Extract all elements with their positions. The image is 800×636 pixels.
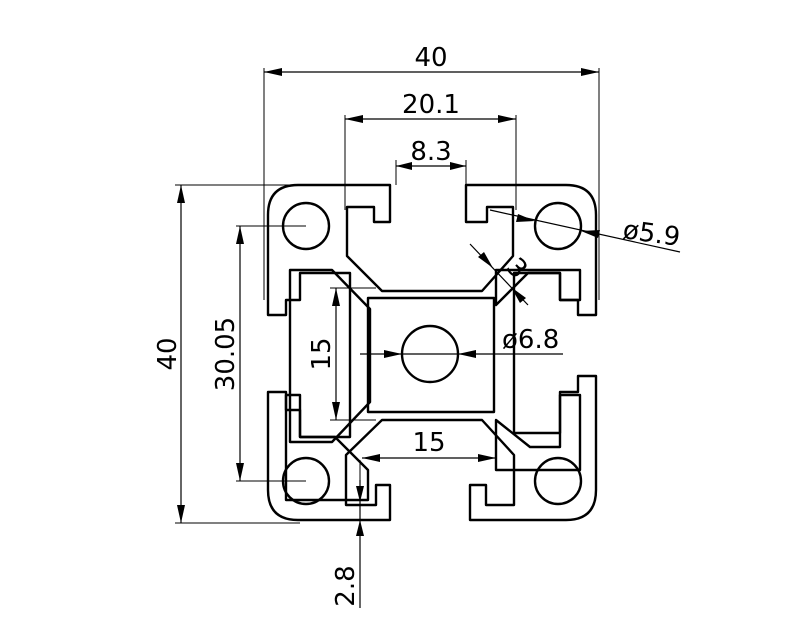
dimension-lines (177, 68, 681, 608)
cavity-lower-left (284, 393, 370, 502)
label-inner-width: 20.1 (402, 90, 460, 120)
cavity-upper-left (288, 268, 372, 444)
core-square (366, 296, 496, 414)
outer-shell (266, 183, 598, 522)
cavity-upper-right (494, 268, 582, 307)
cavity-lower-right (494, 393, 582, 472)
label-corner-hole-dia: ø5.9 (621, 215, 682, 253)
label-slot-opening: 8.3 (410, 137, 451, 167)
label-hole-spacing: 30.05 (211, 317, 241, 391)
profile-outline (266, 183, 598, 522)
corner-hole-bottom-right (533, 456, 583, 506)
label-core-width: 15 (412, 428, 445, 458)
label-center-hole-dia: ø6.8 (502, 325, 559, 355)
label-overall-width: 40 (414, 43, 447, 73)
label-overall-height: 40 (153, 337, 183, 370)
extension-lines (175, 68, 600, 524)
dimension-labels: 40 20.1 8.3 ø5.9 3 ø6.8 40 30.05 15 15 2… (153, 43, 682, 607)
corner-hole-top-right (533, 201, 583, 251)
label-wall-thickness: 2.8 (331, 565, 361, 606)
label-core-height: 15 (307, 337, 337, 370)
